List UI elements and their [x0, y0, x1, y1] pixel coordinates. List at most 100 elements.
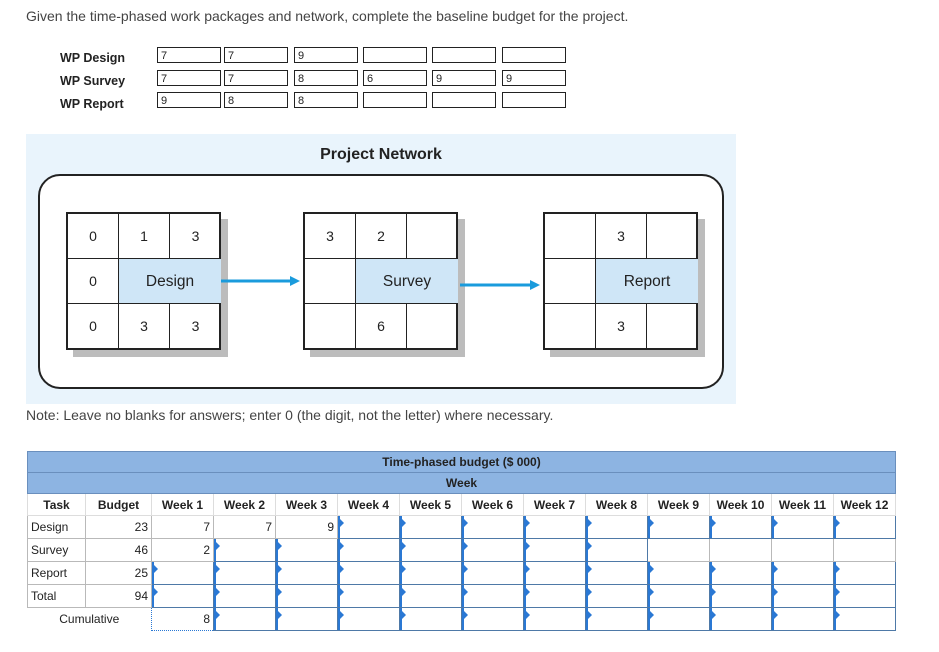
- column-header: Week 9: [647, 493, 710, 516]
- week-input-field[interactable]: [399, 561, 462, 585]
- week-value-cell: 7: [151, 515, 214, 539]
- budget-table-title: Time-phased budget ($ 000): [27, 451, 896, 473]
- cumulative-input-field[interactable]: 8: [151, 607, 214, 631]
- week-input-field[interactable]: [709, 515, 772, 539]
- cumulative-label: Cumulative: [59, 612, 120, 627]
- wp-cell: 7: [224, 47, 288, 63]
- input-flag-icon: [214, 563, 220, 575]
- week-input-field[interactable]: [523, 561, 586, 585]
- input-flag-icon: [400, 563, 406, 575]
- input-flag-icon: [276, 609, 282, 621]
- week-input-field[interactable]: [399, 538, 462, 562]
- node-cell: 0: [68, 259, 119, 304]
- week-input-field[interactable]: [523, 515, 586, 539]
- week-input-field[interactable]: [771, 561, 834, 585]
- week-input-field[interactable]: [523, 538, 586, 562]
- input-flag-icon: [462, 586, 468, 598]
- week-input-field[interactable]: [151, 584, 214, 608]
- input-flag-icon: [338, 609, 344, 621]
- input-flag-icon: [276, 586, 282, 598]
- week-value-cell: 7: [213, 515, 276, 539]
- input-flag-icon: [152, 586, 158, 598]
- node-cell: 3: [119, 304, 170, 349]
- cumulative-input-field[interactable]: [461, 607, 524, 631]
- week-input-field[interactable]: [461, 538, 524, 562]
- week-input-field[interactable]: [585, 515, 648, 539]
- input-flag-icon: [152, 563, 158, 575]
- node-cell: 3: [170, 214, 221, 259]
- week-input-field[interactable]: [275, 538, 338, 562]
- arrow-survey-report-head: [530, 280, 540, 290]
- node-cell: 0: [68, 304, 119, 349]
- week-input-field[interactable]: [337, 538, 400, 562]
- wp-label: WP Report: [60, 97, 124, 111]
- week-input-field[interactable]: [647, 515, 710, 539]
- week-input-field[interactable]: [275, 584, 338, 608]
- week-input-field[interactable]: [337, 561, 400, 585]
- input-flag-icon: [214, 540, 220, 552]
- input-flag-icon: [276, 540, 282, 552]
- week-input-field[interactable]: [461, 561, 524, 585]
- week-input-field[interactable]: [461, 584, 524, 608]
- cumulative-input-field[interactable]: [585, 607, 648, 631]
- week-input-field[interactable]: [523, 584, 586, 608]
- input-flag-icon: [834, 563, 840, 575]
- node-name: Design: [119, 259, 221, 304]
- input-flag-icon: [710, 609, 716, 621]
- cumulative-input-field[interactable]: [337, 607, 400, 631]
- week-input-field[interactable]: [399, 584, 462, 608]
- input-flag-icon: [214, 586, 220, 598]
- week-input-field[interactable]: [213, 584, 276, 608]
- input-flag-icon: [214, 609, 220, 621]
- week-input-field[interactable]: [585, 561, 648, 585]
- week-value-cell: 2: [151, 538, 214, 562]
- node-cell: 1: [119, 214, 170, 259]
- node-name: Report: [596, 259, 698, 304]
- week-input-field[interactable]: [647, 561, 710, 585]
- cumulative-input-field[interactable]: [771, 607, 834, 631]
- input-flag-icon: [834, 586, 840, 598]
- input-flag-icon: [400, 540, 406, 552]
- column-header: Week 11: [771, 493, 834, 516]
- node-cell: [647, 214, 698, 259]
- week-input-field[interactable]: [337, 515, 400, 539]
- wp-cell: 8: [294, 92, 358, 108]
- week-input-field[interactable]: [585, 584, 648, 608]
- week-input-field[interactable]: [709, 584, 772, 608]
- cumulative-input-field[interactable]: [399, 607, 462, 631]
- input-flag-icon: [586, 540, 592, 552]
- week-input-field[interactable]: [585, 538, 648, 562]
- week-input-field[interactable]: [833, 515, 896, 539]
- column-header: Task: [27, 493, 86, 516]
- week-input-field[interactable]: [833, 584, 896, 608]
- column-header: Week 6: [461, 493, 524, 516]
- week-input-field[interactable]: [461, 515, 524, 539]
- cumulative-input-field[interactable]: [647, 607, 710, 631]
- week-input-field[interactable]: [771, 515, 834, 539]
- week-input-field[interactable]: [213, 561, 276, 585]
- week-input-field[interactable]: [771, 584, 834, 608]
- node-cell: 3: [191, 318, 200, 334]
- week-input-field[interactable]: [399, 515, 462, 539]
- cumulative-input-field[interactable]: [275, 607, 338, 631]
- week-input-field[interactable]: [647, 584, 710, 608]
- cumulative-input-field[interactable]: [833, 607, 896, 631]
- cumulative-input-field[interactable]: [709, 607, 772, 631]
- cumulative-input-field[interactable]: [213, 607, 276, 631]
- wp-cell: 7: [157, 70, 221, 86]
- week-input-field[interactable]: [709, 561, 772, 585]
- node-cell: 3: [596, 304, 647, 349]
- week-input-field[interactable]: [833, 561, 896, 585]
- input-flag-icon: [524, 540, 530, 552]
- wp-cell: [502, 92, 566, 108]
- week-value-cell: [771, 538, 834, 562]
- cumulative-input-field[interactable]: [523, 607, 586, 631]
- note-text: Note: Leave no blanks for answers; enter…: [26, 407, 554, 423]
- week-input-field[interactable]: [275, 561, 338, 585]
- budget-cell: 23: [85, 515, 152, 539]
- wp-cell: [432, 92, 496, 108]
- week-input-field[interactable]: [213, 538, 276, 562]
- week-input-field[interactable]: [337, 584, 400, 608]
- week-input-field[interactable]: [151, 561, 214, 585]
